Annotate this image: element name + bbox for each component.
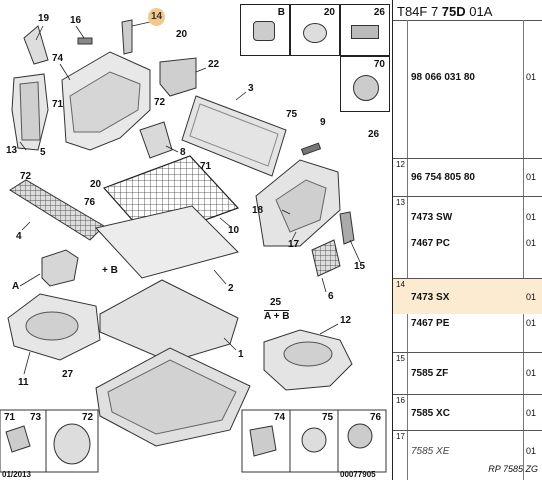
cap-icon	[303, 23, 327, 43]
screw-icon	[253, 21, 275, 41]
panel-19	[23, 25, 49, 65]
callout-27: 27	[62, 369, 74, 380]
table-row-ref: 7585 XC	[411, 408, 450, 419]
parts-reference-table: T84F 7 75D 01A 98 066 031 80 01 12 96 75…	[392, 0, 542, 480]
table-row-num: 15	[396, 354, 405, 363]
inset-label: 73	[30, 412, 42, 423]
inset-label: 72	[82, 412, 94, 423]
table-row-num: 16	[396, 396, 405, 405]
clip-a	[41, 249, 79, 287]
callout-20: 20	[90, 179, 102, 190]
callout-1: 1	[238, 349, 244, 360]
table-row-qty: 01	[526, 72, 537, 82]
diagram-code: 00077905	[340, 470, 376, 479]
inset-label: 75	[322, 412, 334, 423]
inset-label: 26	[373, 7, 385, 18]
inset-screw-b: B	[240, 4, 290, 56]
table-row-ref: 96 754 805 80	[411, 172, 475, 183]
table-row-ref: 7467 PC	[411, 238, 450, 249]
rp-reference: RP 7585 ZG	[488, 464, 538, 474]
parts-illustration	[0, 19, 387, 473]
rivet-icon	[353, 75, 379, 101]
diagram-date: 01/2013	[2, 470, 31, 479]
callout-13: 13	[6, 145, 18, 156]
callout-72: 72	[154, 97, 166, 108]
callout-6: 6	[328, 291, 334, 302]
table-row-qty: 01	[526, 318, 537, 328]
callout-22: 22	[208, 59, 220, 70]
inset-label: 74	[274, 412, 286, 423]
callout-10: 10	[228, 225, 240, 236]
inset-cap-20: 20	[290, 4, 340, 56]
header-prefix: T84F 7	[397, 4, 442, 19]
table-row-qty: 01	[526, 408, 537, 418]
table-row-ref: 7473 SX	[411, 292, 450, 303]
callout-2: 2	[228, 283, 234, 294]
callout-71: 71	[52, 99, 64, 110]
callout-75: 75	[286, 109, 298, 120]
inset-block-26: 26	[340, 4, 390, 56]
table-row-num: 17	[396, 432, 405, 441]
table-row-num: 13	[396, 198, 405, 207]
bottom-inset-fasteners	[0, 409, 387, 473]
callout-plus-b: + B	[102, 265, 118, 276]
callout-a: A	[12, 281, 20, 292]
callout-26: 26	[368, 129, 380, 140]
inset-label: B	[277, 7, 285, 18]
callout-12: 12	[340, 315, 352, 326]
inset-label: 71	[4, 412, 16, 423]
table-row-qty: 01	[526, 212, 537, 222]
callout-9: 9	[320, 117, 326, 128]
table-row-ref: 7473 SW	[411, 212, 453, 223]
callout-17: 17	[288, 239, 300, 250]
table-row-ref: 7585 XE	[411, 446, 450, 457]
header-bold: 75D	[441, 4, 466, 19]
callout-8: 8	[180, 147, 186, 158]
header-suffix: 01A	[465, 4, 493, 19]
block-icon	[351, 25, 379, 39]
callout-14-highlighted: 14	[148, 8, 166, 26]
callout-15: 15	[354, 261, 366, 272]
floor-panel-3	[181, 95, 287, 177]
floor-panel-2	[95, 205, 239, 279]
callout-76: 76	[84, 197, 96, 208]
table-row-num: 14	[396, 280, 405, 289]
inset-label: 20	[323, 7, 335, 18]
callout-71: 71	[200, 161, 212, 172]
callout-74: 74	[52, 53, 64, 64]
table-row-ref: 7585 ZF	[411, 368, 449, 379]
inset-label: 76	[370, 412, 382, 423]
callout-19: 19	[38, 13, 50, 24]
cover-8	[139, 121, 173, 159]
callout-72: 72	[20, 171, 32, 182]
exploded-parts-diagram: B 20 26 70 71 73 72 74 75 76 19 16 14 20…	[0, 4, 390, 479]
callout-25: 25	[270, 297, 282, 308]
grille-6	[311, 239, 341, 277]
callout-3: 3	[248, 83, 254, 94]
callout-4: 4	[16, 231, 22, 242]
bracket-22	[159, 57, 197, 97]
table-row-qty: 01	[526, 172, 537, 182]
table-row-ref: 98 066 031 80	[411, 72, 475, 83]
inset-rivet-70: 70	[340, 56, 390, 112]
callout-5: 5	[40, 147, 46, 158]
callout-18: 18	[252, 205, 264, 216]
table-row-qty: 01	[526, 446, 537, 456]
callout-11: 11	[18, 377, 29, 388]
table-header: T84F 7 75D 01A	[397, 4, 492, 19]
table-row-ref: 7467 PE	[411, 318, 450, 329]
highlight-row-14	[393, 278, 542, 314]
callout-16: 16	[70, 15, 82, 26]
table-row-qty: 01	[526, 238, 537, 248]
callout-a-plus-b: A + B	[264, 310, 290, 322]
inset-label: 70	[373, 59, 385, 70]
table-row-num: 12	[396, 160, 405, 169]
table-row-qty: 01	[526, 368, 537, 378]
callout-20: 20	[176, 29, 188, 40]
table-row-qty: 01	[526, 292, 537, 302]
